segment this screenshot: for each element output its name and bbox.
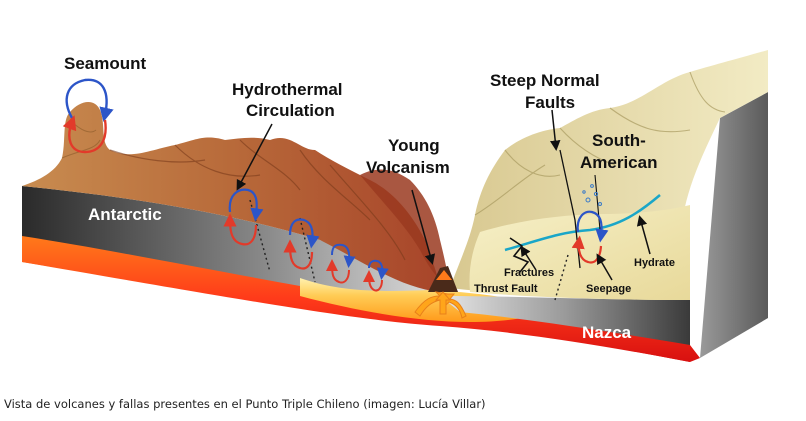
circulation-cell-2 xyxy=(283,218,320,270)
nazca-crust xyxy=(440,296,690,345)
circulation-cell-4 xyxy=(363,259,389,292)
tectonic-block-diagram: Seamount Hydrothermal Circulation Young … xyxy=(22,50,768,362)
label-thrust-fault: Thrust Fault xyxy=(474,283,538,295)
circulation-cell-1 xyxy=(223,188,264,246)
label-young-2: Volcanism xyxy=(366,158,450,177)
hydrate-boundary xyxy=(504,194,661,252)
label-fractures: Fractures xyxy=(504,267,554,279)
label-seepage: Seepage xyxy=(586,283,631,295)
magma-upwelling-arrows xyxy=(414,291,467,319)
circulation-cell-3 xyxy=(326,243,356,284)
label-antarctic: Antarctic xyxy=(88,205,162,224)
label-hydrothermal-1: Hydrothermal xyxy=(232,80,343,99)
label-nazca: Nazca xyxy=(582,323,632,342)
label-hydrate: Hydrate xyxy=(634,257,675,269)
antarctic-crust xyxy=(22,186,430,300)
thrust-fault-zigzag xyxy=(509,237,530,273)
label-south-1: South- xyxy=(592,131,646,150)
image-caption: Vista de volcanes y fallas presentes en … xyxy=(4,397,486,411)
label-young-1: Young xyxy=(388,136,440,155)
block-side-wall xyxy=(700,92,768,358)
label-steep-2: Faults xyxy=(525,93,575,112)
label-hydrothermal-2: Circulation xyxy=(246,101,335,120)
label-south-2: American xyxy=(580,153,657,172)
label-seamount: Seamount xyxy=(64,54,147,73)
label-steep-1: Steep Normal xyxy=(490,71,600,90)
circulation-cell-seamount xyxy=(62,78,114,154)
